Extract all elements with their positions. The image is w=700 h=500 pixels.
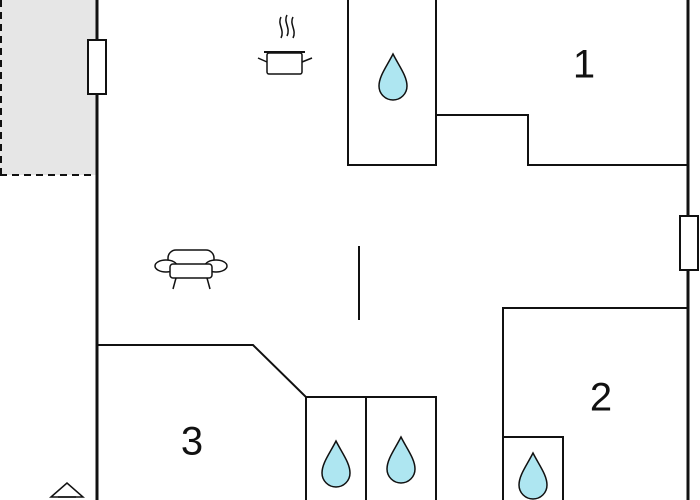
room-label-3: 3 — [181, 420, 203, 464]
room-label-2: 2 — [590, 376, 612, 420]
sofa-icon — [154, 249, 228, 290]
water-drop-icon — [321, 439, 351, 488]
water-drop-icon — [518, 451, 548, 500]
entrance-arrow-icon — [49, 482, 85, 498]
room-label-1: 1 — [573, 43, 595, 87]
window-left — [87, 39, 107, 95]
water-drop-icon — [378, 52, 408, 101]
water-drop-icon — [386, 435, 416, 484]
cooking-pot-icon — [257, 14, 313, 75]
window-right — [679, 215, 699, 271]
interior-walls — [97, 0, 688, 500]
outdoor-area-border — [0, 0, 96, 176]
outdoor-area — [0, 0, 96, 175]
